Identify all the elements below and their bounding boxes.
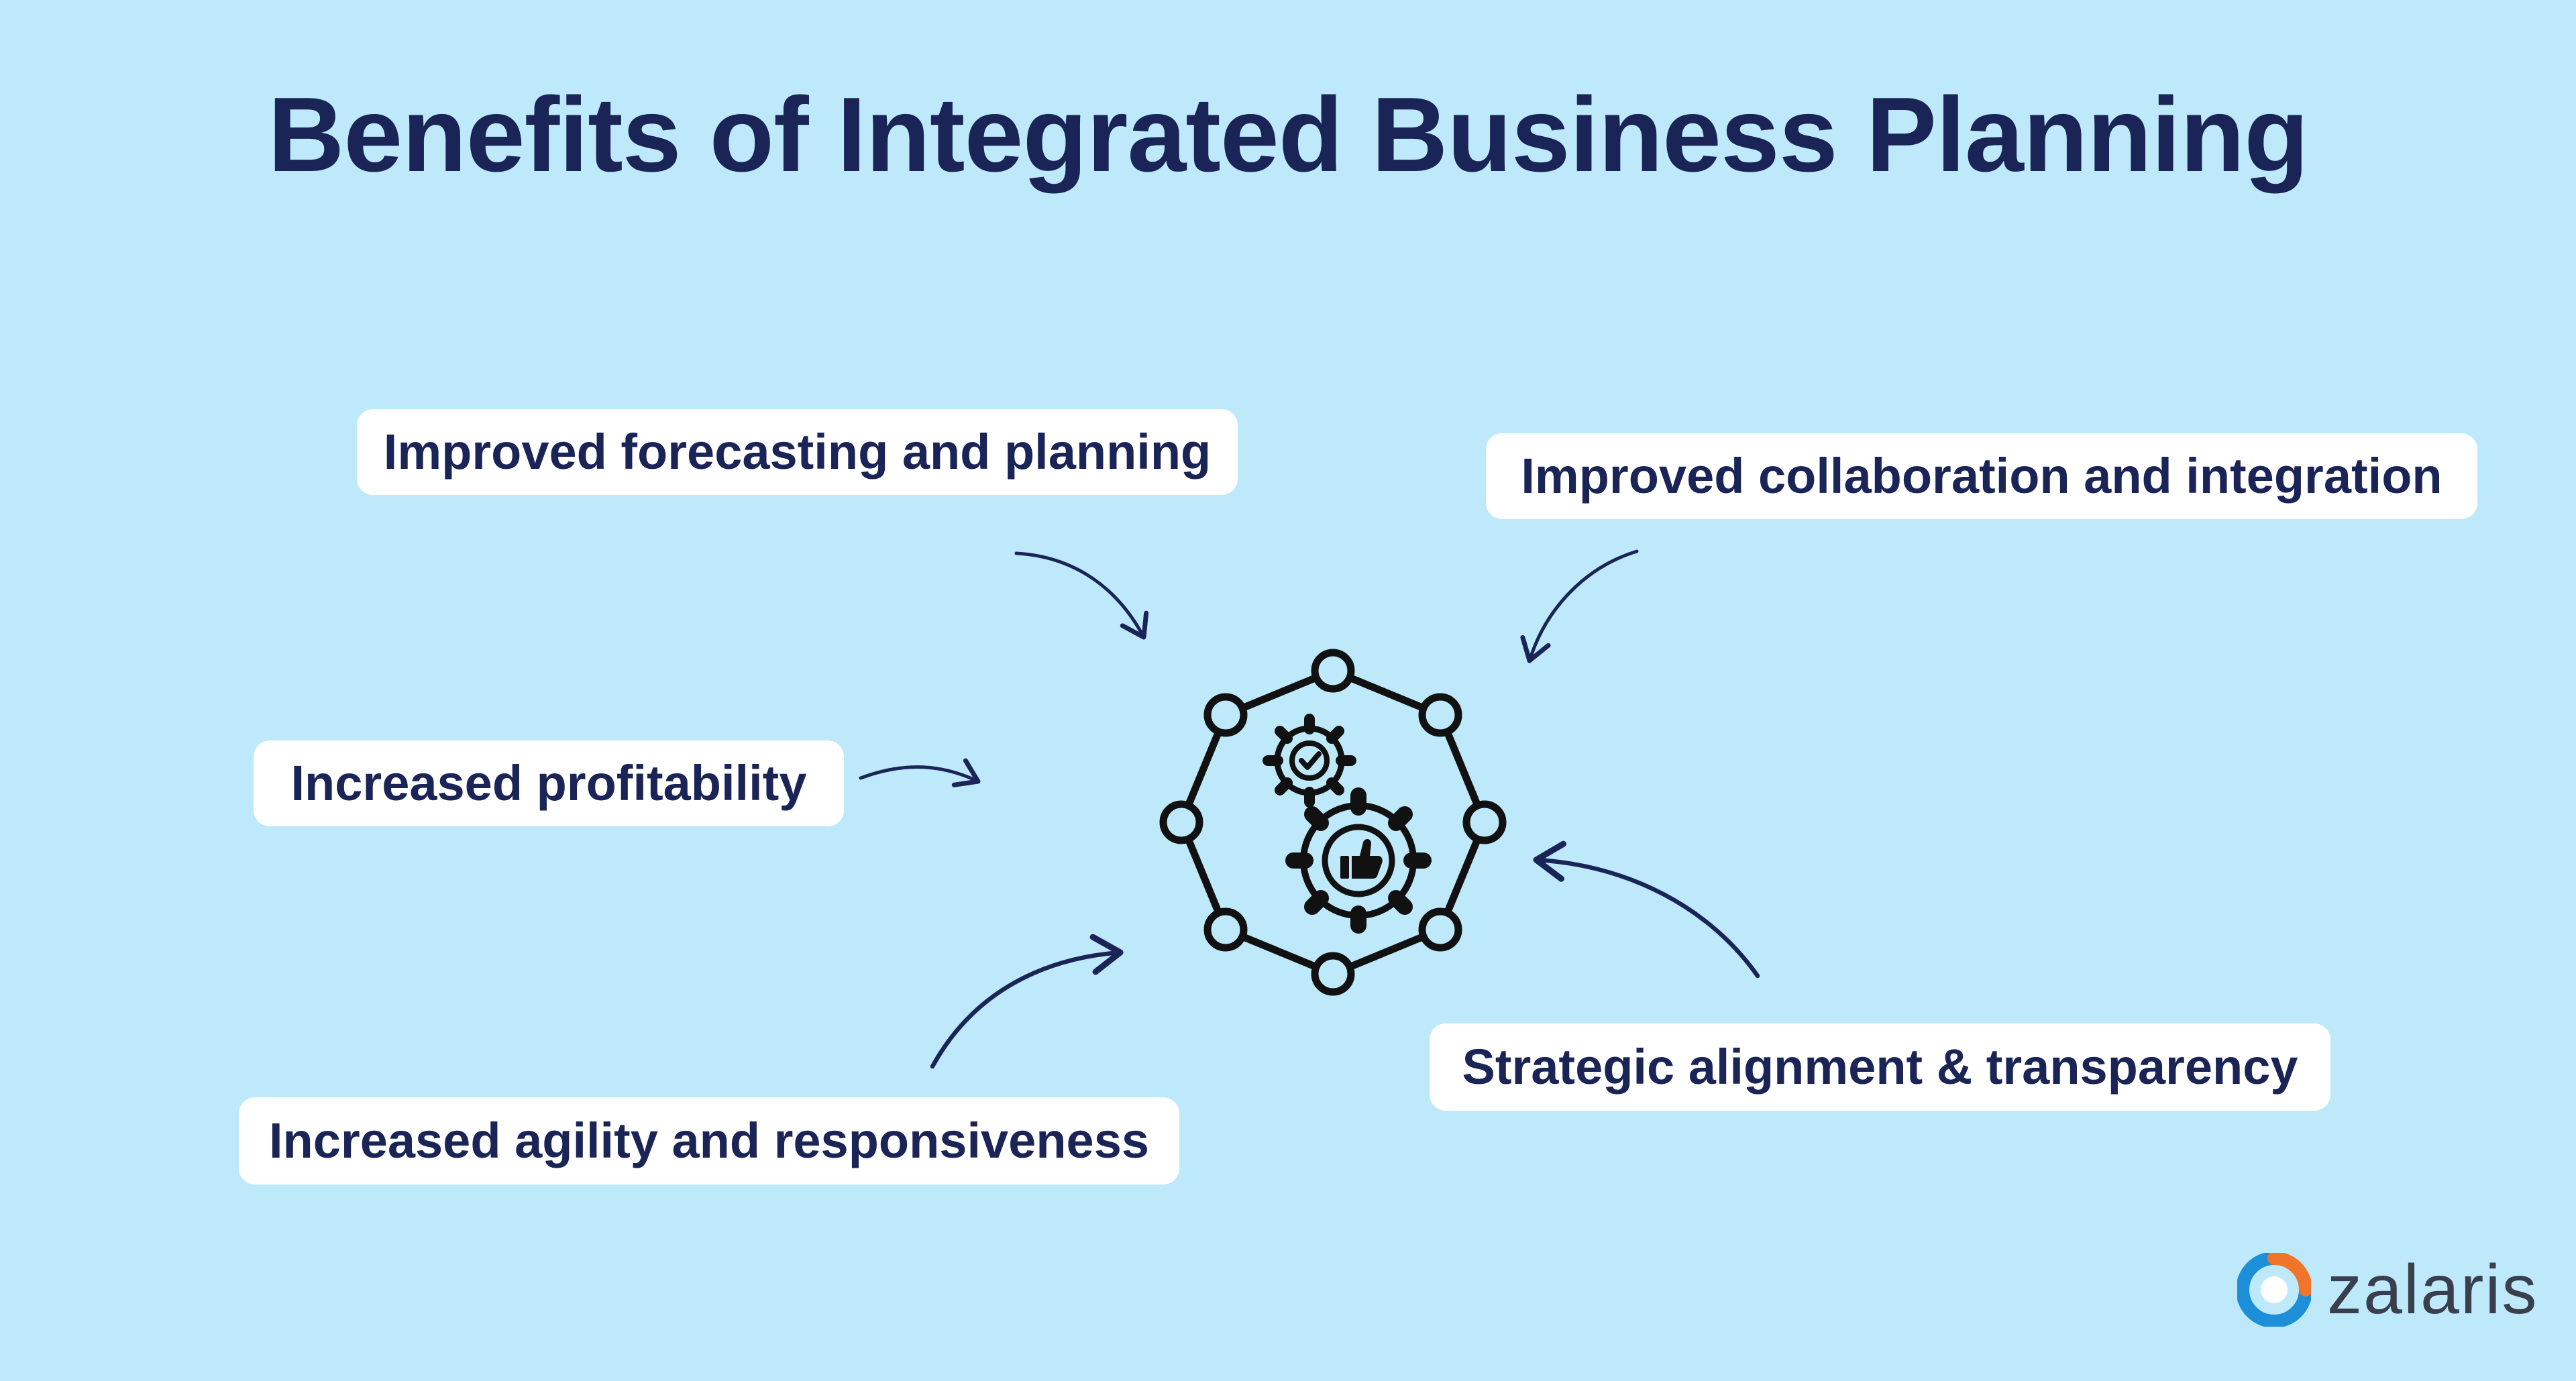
arrow-forecasting	[1014, 551, 1149, 640]
zalaris-logo-icon	[2237, 1253, 2311, 1327]
benefit-alignment: Strategic alignment & transparency	[1430, 1024, 2330, 1111]
benefit-forecasting: Improved forecasting and planning	[357, 409, 1238, 495]
benefit-collaboration: Improved collaboration and integration	[1486, 433, 2477, 519]
benefit-profitability: Increased profitability	[254, 740, 844, 826]
gears-network-icon	[1159, 649, 1507, 996]
small-gear-icon	[1263, 714, 1356, 808]
arrow-agility	[930, 934, 1124, 1069]
benefit-agility: Increased agility and responsiveness	[239, 1097, 1179, 1184]
brand-name: zalaris	[2327, 1251, 2538, 1329]
arrow-profitability	[859, 758, 981, 787]
brand-logo: zalaris	[2237, 1253, 2538, 1327]
arrow-alignment	[1533, 840, 1760, 979]
page-title: Benefits of Integrated Business Planning	[268, 76, 2308, 194]
arrows	[859, 549, 1760, 1069]
arrow-collaboration	[1520, 549, 1639, 663]
thumbs-up-icon	[1340, 838, 1383, 879]
large-gear-icon	[1285, 787, 1432, 934]
